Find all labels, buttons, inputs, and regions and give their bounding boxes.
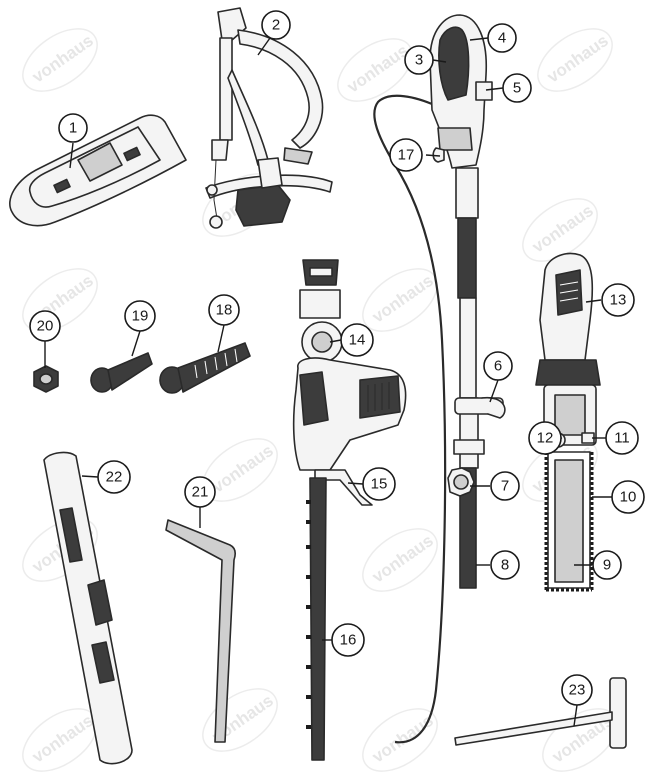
svg-text:11: 11	[614, 430, 630, 447]
watermark-text: vonhaus	[369, 271, 437, 327]
callout-22: 22	[97, 460, 131, 494]
callout-15: 15	[362, 467, 396, 501]
callout-23: 23	[561, 674, 593, 706]
svg-text:14: 14	[349, 332, 366, 349]
svg-text:21: 21	[192, 484, 209, 501]
shoulder-harness-part	[205, 7, 333, 229]
callout-20: 20	[29, 310, 61, 342]
svg-text:10: 10	[620, 489, 637, 506]
callout-8: 8	[490, 550, 520, 580]
svg-text:9: 9	[603, 557, 611, 574]
callout-10: 10	[611, 480, 645, 514]
svg-text:17: 17	[398, 147, 415, 164]
watermark-text: vonhaus	[29, 31, 97, 87]
t-wrench-part	[454, 677, 627, 749]
callout-13: 13	[601, 283, 635, 317]
svg-text:7: 7	[501, 478, 509, 495]
lock-nut-part	[33, 365, 59, 393]
leader-lines	[44, 37, 612, 727]
svg-text:19: 19	[132, 308, 149, 325]
watermark-text: vonhaus	[369, 711, 437, 767]
svg-text:8: 8	[501, 557, 509, 574]
svg-text:4: 4	[498, 30, 506, 47]
callout-17: 17	[389, 138, 423, 172]
svg-text:2: 2	[272, 17, 280, 34]
chain-guard-part	[43, 451, 133, 765]
hex-key-part	[165, 519, 236, 743]
blade-cover-part	[9, 114, 187, 227]
callout-6: 6	[483, 351, 513, 381]
locking-knob-part	[447, 439, 485, 497]
svg-text:12: 12	[537, 430, 554, 447]
power-cable	[373, 94, 447, 744]
svg-text:16: 16	[340, 632, 357, 649]
watermark-text: vonhaus	[29, 711, 97, 767]
callout-3: 3	[404, 45, 434, 75]
watermark-text: vonhaus	[369, 531, 437, 587]
callout-1: 1	[58, 113, 88, 143]
long-bolt-part	[159, 342, 251, 394]
callout-21: 21	[184, 476, 216, 508]
svg-text:18: 18	[216, 302, 233, 319]
callout-12: 12	[528, 421, 562, 455]
svg-text:23: 23	[569, 682, 586, 699]
svg-text:5: 5	[513, 80, 521, 97]
svg-text:22: 22	[106, 469, 123, 486]
svg-text:3: 3	[415, 52, 423, 69]
callout-5: 5	[502, 73, 532, 103]
svg-text:15: 15	[371, 476, 388, 493]
callout-18: 18	[208, 294, 240, 326]
watermark-text: vonhaus	[209, 441, 277, 497]
short-bolt-part	[90, 352, 153, 393]
extension-pole-part	[455, 167, 479, 589]
callout-16: 16	[331, 623, 365, 657]
callout-9: 9	[592, 550, 622, 580]
watermark-text: vonhaus	[529, 201, 597, 257]
watermark-text: vonhaus	[344, 41, 412, 97]
callout-11: 11	[605, 421, 639, 455]
rear-handle-part	[429, 14, 493, 169]
callout-19: 19	[124, 300, 156, 332]
callout-4: 4	[487, 23, 517, 53]
hedge-trimmer-head-part	[292, 259, 407, 761]
svg-text:6: 6	[494, 358, 502, 375]
callout-14: 14	[340, 323, 374, 357]
svg-text:13: 13	[610, 292, 627, 309]
pole-clip-part	[454, 396, 506, 419]
callout-2: 2	[261, 10, 291, 40]
svg-text:1: 1	[69, 120, 77, 137]
watermark-text: vonhaus	[544, 31, 612, 87]
callout-7: 7	[490, 471, 520, 501]
svg-text:20: 20	[37, 318, 54, 335]
